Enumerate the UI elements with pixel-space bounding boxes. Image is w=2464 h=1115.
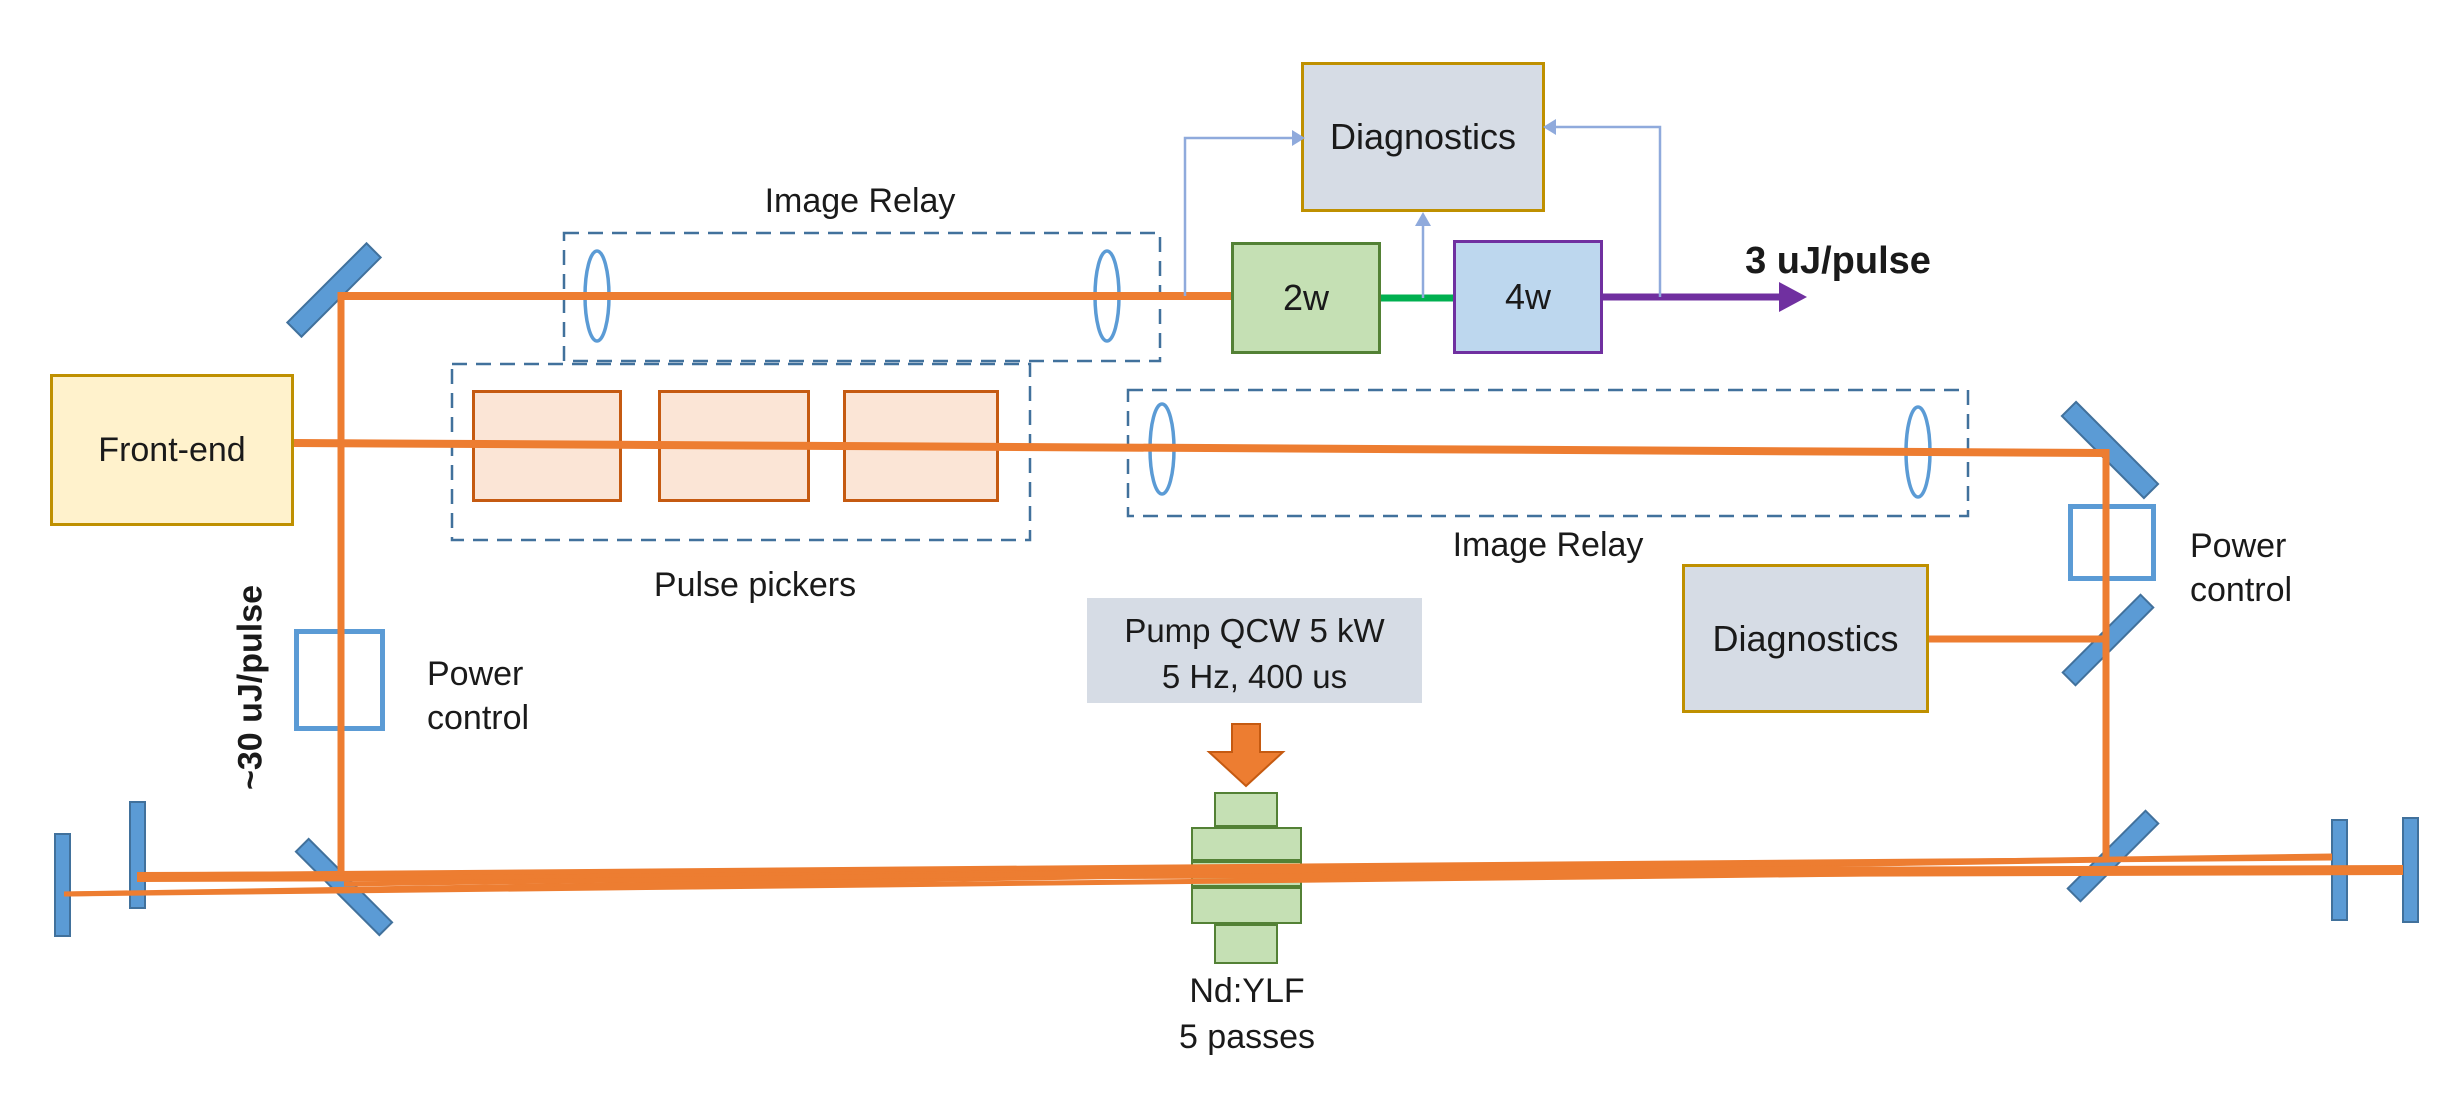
front-end-box: Front-end bbox=[50, 374, 294, 526]
beam-main-injection bbox=[293, 439, 2107, 457]
pulse-pickers-group-outline bbox=[450, 362, 1032, 542]
mirror-icon-end-right-2 bbox=[2402, 817, 2419, 923]
image-relay-top-label: Image Relay bbox=[764, 182, 956, 220]
beam-amplifier-pass-3 bbox=[136, 865, 2404, 882]
mirror-icon-end-left-1 bbox=[54, 833, 71, 937]
diagnostics-feedback-line-right bbox=[1556, 125, 1662, 297]
pump-arrow-icon bbox=[1206, 723, 1286, 788]
feedback-arrowhead-icon bbox=[1415, 212, 1431, 226]
ndylf-crystal-upper bbox=[1191, 827, 1302, 861]
beam-amplifier-pass-5 bbox=[343, 853, 2333, 887]
power-control-left-line1: Power bbox=[427, 655, 524, 693]
ndylf-label: Nd:YLF bbox=[1189, 972, 1305, 1010]
fhg-4w-box: 4w bbox=[1453, 240, 1603, 354]
shg-2w-label: 2w bbox=[1282, 277, 1330, 318]
pulse-pickers-label: Pulse pickers bbox=[653, 566, 857, 604]
ndylf-passes-label: 5 passes bbox=[1178, 1018, 1316, 1056]
diagnostics-right-label: Diagnostics bbox=[1712, 617, 1899, 659]
mirror-icon-bottom-right-fold bbox=[2066, 809, 2160, 903]
fhg-4w-label: 4w bbox=[1504, 276, 1552, 317]
ndylf-crystal-bottom-cap bbox=[1214, 924, 1278, 964]
output-energy-label: 3 uJ/pulse bbox=[1745, 240, 1931, 282]
power-control-left-label: Power control bbox=[427, 652, 529, 740]
feedback-arrowhead-icon bbox=[1292, 130, 1305, 146]
diagnostics-top-label: Diagnostics bbox=[1329, 116, 1517, 157]
power-control-right-box bbox=[2068, 504, 2156, 581]
output-arrowhead-icon bbox=[1779, 282, 1807, 312]
diagnostics-feedback-line-left bbox=[1183, 136, 1292, 296]
front-end-label: Front-end bbox=[98, 430, 246, 469]
pump-info-line2: 5 Hz, 400 us bbox=[1161, 657, 1348, 695]
ndylf-crystal-top-cap bbox=[1214, 792, 1278, 827]
ndylf-crystal-lower bbox=[1191, 887, 1302, 924]
mirror-icon-top-left bbox=[285, 241, 383, 339]
feedback-arrowhead-icon bbox=[1543, 119, 1556, 135]
pump-info-line1: Pump QCW 5 kW bbox=[1124, 611, 1385, 649]
pump-info-box: Pump QCW 5 kW 5 Hz, 400 us bbox=[1087, 598, 1422, 703]
power-control-left-line2: control bbox=[427, 699, 530, 737]
power-control-right-label: Power control bbox=[2190, 524, 2292, 612]
shg-2w-box: 2w bbox=[1231, 242, 1381, 354]
power-control-right-line2: control bbox=[2190, 571, 2293, 609]
power-control-right-line1: Power bbox=[2190, 527, 2287, 565]
diagnostics-right-box: Diagnostics bbox=[1682, 564, 1929, 713]
image-relay-bottom-label: Image Relay bbox=[1452, 526, 1644, 564]
